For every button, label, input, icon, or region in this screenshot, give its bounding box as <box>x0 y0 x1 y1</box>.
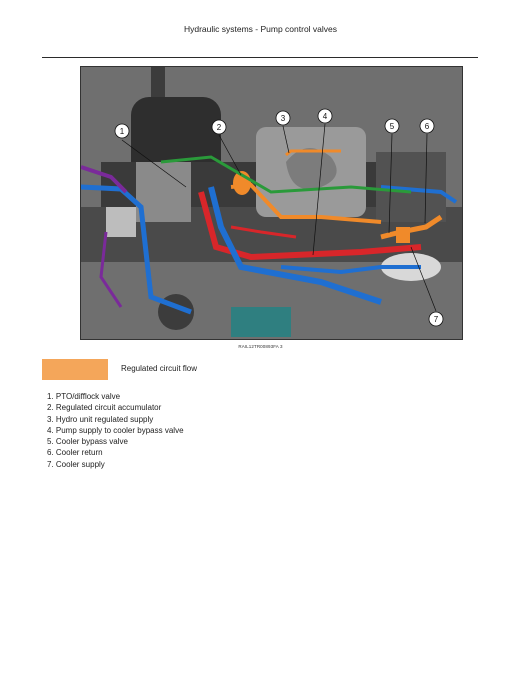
pilot-line-left <box>81 165 128 194</box>
teal-pump <box>231 307 291 337</box>
callout-4 <box>317 108 333 124</box>
pilot-line-lower <box>99 231 123 308</box>
cooler-bypass-valve <box>396 227 410 243</box>
hydraulic-diagram: 1 2 3 4 5 6 7 <box>80 66 463 340</box>
callouts: 1 2 3 4 5 6 7 <box>114 108 444 327</box>
regulated-line-hydro <box>285 149 341 157</box>
callout-4-label: 4 <box>323 112 328 121</box>
header-rule <box>42 57 478 58</box>
callout-6-label: 6 <box>425 122 430 131</box>
list-item: 5. Cooler bypass valve <box>47 437 128 447</box>
callout-2 <box>211 119 227 135</box>
callout-5-label: 5 <box>390 122 395 131</box>
list-item: 3. Hydro unit regulated supply <box>47 414 154 424</box>
regulated-line-cooler <box>380 214 443 240</box>
figure-caption: RAIL12TR00893FA 3 <box>238 344 283 349</box>
list-item: 6. Cooler return <box>47 448 103 458</box>
supply-line-center <box>208 186 382 305</box>
legend-label: Regulated circuit flow <box>121 364 198 373</box>
callout-1-label: 1 <box>120 127 125 136</box>
list-item: 7. Cooler supply <box>47 459 105 469</box>
callout-2-label: 2 <box>217 123 222 132</box>
list-item: 2. Regulated circuit accumulator <box>47 403 162 413</box>
leader-lines <box>121 123 437 312</box>
page-header: Hydraulic systems - Pump control valves <box>183 24 338 34</box>
supply-line-right <box>380 185 458 204</box>
callout-list: 1. PTO/difflock valve 2. Regulated circu… <box>47 391 184 470</box>
callout-1 <box>114 123 130 139</box>
pressure-line-branch <box>230 225 297 239</box>
callout-7 <box>428 311 444 327</box>
hydraulic-diagram-illustration: 1 2 3 4 5 6 7 <box>81 67 462 339</box>
callout-3-label: 3 <box>281 114 286 123</box>
callout-7-label: 7 <box>434 315 439 324</box>
return-line <box>160 155 412 194</box>
supply-line-left <box>81 184 192 315</box>
list-item: 1. PTO/difflock valve <box>47 392 121 401</box>
callout-6 <box>419 118 435 134</box>
supply-line-cooler <box>280 265 421 275</box>
callout-3 <box>275 110 291 126</box>
callout-5 <box>384 118 400 134</box>
housing-cutout <box>286 148 337 190</box>
pto-valve-block <box>136 162 191 222</box>
legend-swatch <box>42 359 108 380</box>
valve-plate <box>106 207 136 237</box>
list-item: 4. Pump supply to cooler bypass valve <box>47 425 184 435</box>
pressure-line-main <box>198 191 422 261</box>
